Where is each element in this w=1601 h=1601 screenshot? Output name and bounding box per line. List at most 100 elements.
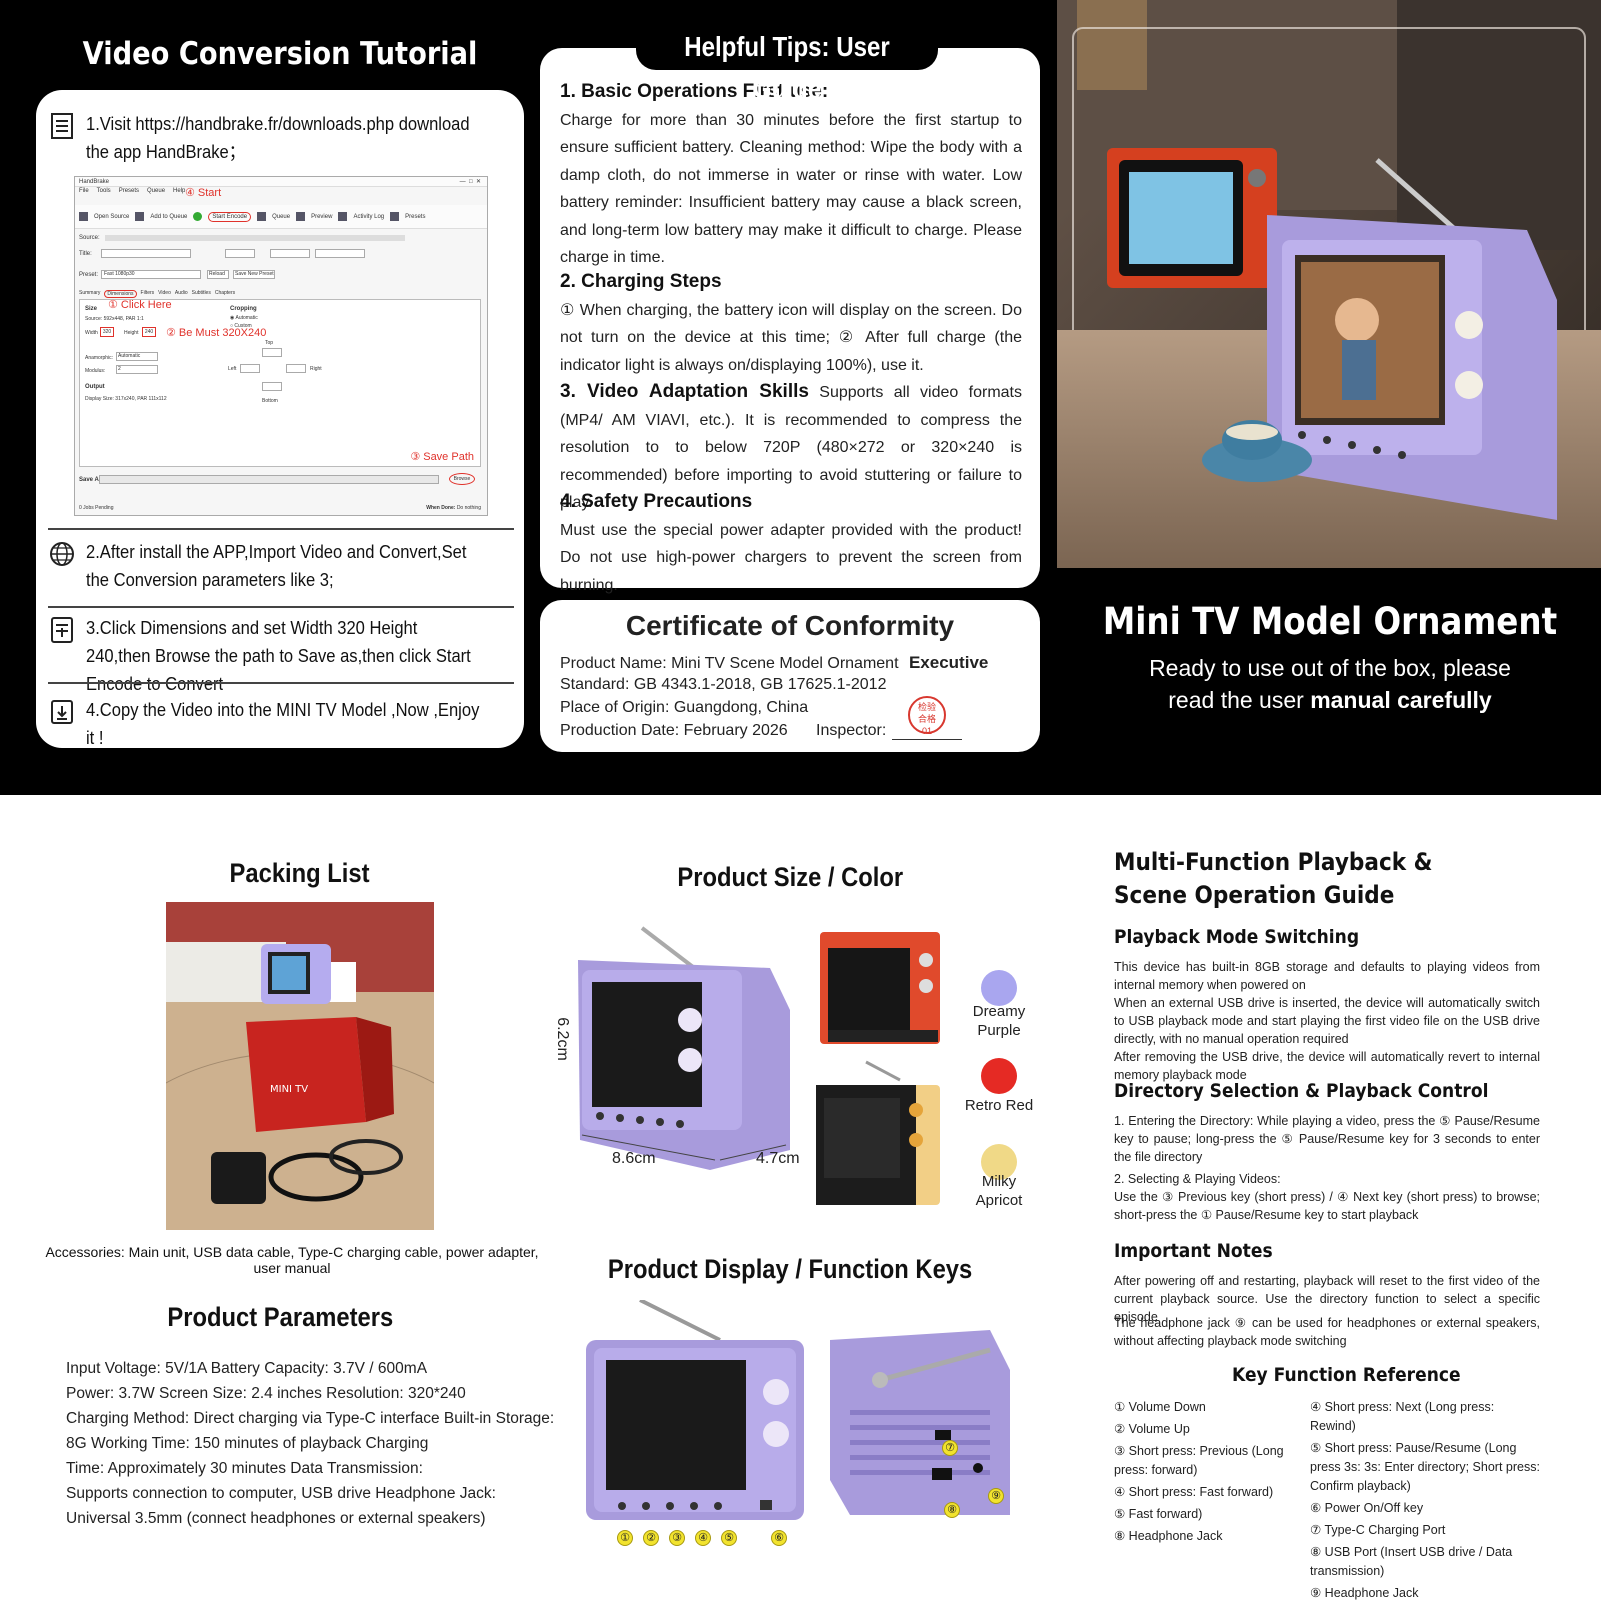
swatch-dreamy-purple <box>981 970 1017 1006</box>
key-badge: ③ <box>669 1530 685 1546</box>
divider <box>48 682 514 684</box>
handbrake-screenshot: HandBrake— □ ✕ File Tools Presets Queue … <box>74 176 488 516</box>
tutorial-step-3: 3.Click Dimensions and set Width 320 Hei… <box>48 614 514 698</box>
hb-preset-label: Preset: <box>79 272 99 278</box>
hb-menu-file[interactable]: File <box>79 188 89 194</box>
tutorial-step-4: 4.Copy the Video into the MINI TV Model … <box>48 696 514 752</box>
directory-heading: Directory Selection & Playback Control <box>1114 1080 1489 1102</box>
hb-menu-queue[interactable]: Queue <box>147 188 166 194</box>
param-line: Supports connection to computer, USB dri… <box>66 1485 496 1502</box>
add-queue-icon <box>135 212 145 221</box>
notes-heading: Important Notes <box>1114 1240 1273 1262</box>
certificate-title: Certificate of Conformity <box>625 610 955 641</box>
hb-browse-button[interactable]: Browse <box>449 473 475 485</box>
globe-icon <box>50 542 74 566</box>
activity-icon <box>338 212 348 221</box>
product-size-illustration <box>578 926 940 1205</box>
param-line: 8G Working Time: 150 minutes of playback… <box>66 1435 429 1452</box>
certificate-panel: Certificate of Conformity Product Name: … <box>540 600 1040 752</box>
function-keys-illustration <box>586 1300 1010 1520</box>
hb-source-blur <box>105 235 405 241</box>
divider <box>48 528 514 530</box>
inspector-line <box>892 739 962 740</box>
key-ref-item: ⑨ Headphone Jack <box>1310 1586 1419 1600</box>
hb-menu-presets[interactable]: Presets <box>118 188 140 194</box>
product-photo <box>1057 0 1601 568</box>
hb-menu-help[interactable]: Help <box>173 188 186 194</box>
hb-source-label: Source: <box>79 235 100 241</box>
open-source-icon <box>79 212 88 221</box>
hb-save-preset-button[interactable]: Save New Preset <box>233 270 275 279</box>
hb-tab-summary[interactable]: Summary <box>79 290 101 296</box>
swatch-retro-red <box>981 1058 1017 1094</box>
hb-tab-chapters[interactable]: Chapters <box>214 290 236 296</box>
hb-height-field[interactable]: 240 <box>142 327 156 337</box>
hb-reload-button[interactable]: Reload <box>207 270 229 279</box>
hb-crop-automatic[interactable]: ◉ Automatic <box>230 315 258 321</box>
settings-list-icon <box>51 617 73 643</box>
hb-add-queue[interactable]: Add to Queue <box>150 213 188 220</box>
hb-crop-left-field[interactable] <box>240 364 260 373</box>
notes-text-1: After powering off and restarting, playb… <box>1114 1274 1540 1324</box>
directory-text-2a: 2. Selecting & Playing Videos: <box>1114 1172 1281 1186</box>
hb-preview[interactable]: Preview <box>311 213 333 220</box>
divider <box>48 606 514 608</box>
cert-standard: Standard: GB 4343.1-2018, GB 17625.1-201… <box>560 676 887 693</box>
mini-tv-scene-illustration <box>1057 0 1601 568</box>
hb-range-select[interactable] <box>270 249 310 258</box>
hb-tab-video[interactable]: Video <box>158 290 171 296</box>
hb-crop-custom[interactable]: ○ Custom <box>230 323 252 329</box>
cert-origin: Place of Origin: Guangdong, China <box>560 699 809 716</box>
hb-dimensions-pane: ① Click Here Size Source: 592x448, PAR 1… <box>79 299 481 467</box>
hb-chapter-select[interactable] <box>315 249 365 258</box>
hb-presets[interactable]: Presets <box>405 213 426 220</box>
hb-preset-select[interactable]: Fast 1080p30 <box>101 270 201 279</box>
tips-section-3: 3. Video Adaptation Skills Supports all … <box>560 381 1022 511</box>
cert-inspector: Inspector: <box>816 722 887 739</box>
presets-icon <box>390 212 400 221</box>
hb-menu-tools[interactable]: Tools <box>96 188 111 194</box>
directory-text-2b: Use the ③ Previous key (short press) / ④… <box>1114 1190 1540 1222</box>
hb-jobs-pending: 0 Jobs Pending <box>79 505 114 511</box>
hb-save-as-field[interactable] <box>99 475 439 484</box>
hb-anamorphic-select[interactable]: Automatic <box>116 352 158 361</box>
hb-tab-audio[interactable]: Audio <box>174 290 188 296</box>
display-title: Product Display / Function Keys <box>607 1254 973 1284</box>
hb-tab-dimensions[interactable]: Dimensions <box>104 290 137 298</box>
key-badge: ④ <box>695 1530 711 1546</box>
hb-modulus-select[interactable]: 2 <box>116 365 158 374</box>
cert-product-name: Product Name: Mini TV Scene Model Orname… <box>560 653 989 672</box>
playback-mode-text-1: This device has built-in 8GB storage and… <box>1114 960 1540 992</box>
hb-crop-right-field[interactable] <box>286 364 306 373</box>
hb-when-done: When Done: Do nothing <box>426 505 481 511</box>
play-icon <box>193 212 203 221</box>
key-ref-item: ⑧ Headphone Jack <box>1114 1529 1223 1543</box>
key-ref-left: ① Volume Down ② Volume Up ③ Short press:… <box>1114 1398 1294 1546</box>
hb-crop-bottom-field[interactable] <box>262 382 282 391</box>
hb-tab-filters[interactable]: Filters <box>140 290 155 296</box>
size-title: Product Size / Color <box>677 862 903 892</box>
key-badge: ② <box>643 1530 659 1546</box>
accessories-text: Accessories: Main unit, USB data cable, … <box>45 1244 539 1276</box>
hb-open-source[interactable]: Open Source <box>94 213 130 220</box>
hb-size-label: Size <box>85 306 98 312</box>
hb-angle-select[interactable] <box>225 249 255 258</box>
hb-modulus-label: Modulus: <box>85 368 106 374</box>
document-icon <box>51 113 73 139</box>
hb-activity-log[interactable]: Activity Log <box>353 213 385 220</box>
param-line: Charging Method: Direct charging via Typ… <box>66 1410 555 1427</box>
hb-crop-left: Left <box>228 366 237 372</box>
hb-title-select[interactable] <box>101 249 191 258</box>
hb-output-label: Output <box>85 384 105 390</box>
hb-queue[interactable]: Queue <box>272 213 291 220</box>
hb-tab-subtitles[interactable]: Subtitles <box>191 290 211 296</box>
tutorial-step-1: 1.Visit https://handbrake.fr/downloads.p… <box>48 110 514 166</box>
hb-crop-top-field[interactable] <box>262 348 282 357</box>
swatch-milky-apricot <box>981 1144 1017 1180</box>
hb-start-encode[interactable]: Start Encode <box>208 211 252 222</box>
hb-width-field[interactable]: 320 <box>100 327 114 337</box>
key-ref-right: ④ Short press: Next (Long press: Rewind)… <box>1310 1398 1542 1601</box>
playback-mode-heading: Playback Mode Switching <box>1114 926 1360 948</box>
tutorial-title: Video Conversion Tutorial <box>82 36 478 72</box>
